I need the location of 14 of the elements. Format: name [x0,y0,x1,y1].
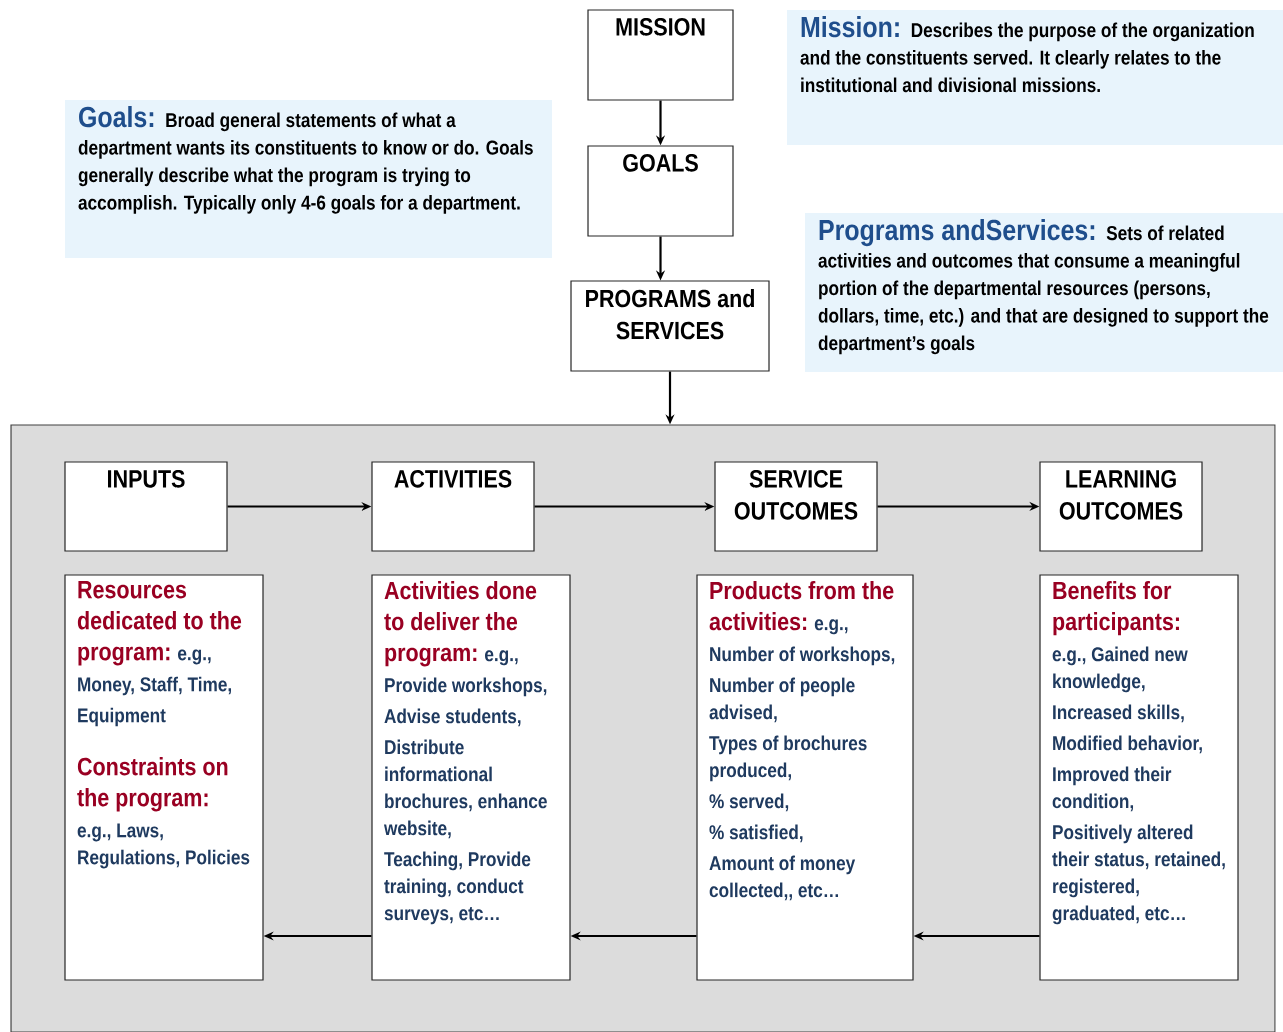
process-box: PROGRAMS and SERVICES [570,280,770,372]
description-box: Products from the activities: e.g., Number of workshops, Number of people advised, Types of brochures produced, % served, % satisfied, Amount of money collected,, etc… [696,574,914,981]
process-box: GOALS [587,145,734,237]
description-box: Benefits for participants: e.g., Gained new knowledge, Increased skills, Modified behavior, Improved their condition, Positively altered their status, retained, registered, graduated, etc… [1039,574,1239,981]
process-box: MISSION [587,9,734,101]
note-box: Goals: Broad general statements of what a department wants its constituents to know or do. Goals generally describe what the program is trying to accomplish. Typically only 4-6 goals for a department. [65,100,552,258]
stage-box: LEARNING OUTCOMES [1039,461,1203,552]
stage-box: SERVICE OUTCOMES [714,461,878,552]
note-box: Mission: Describes the purpose of the organization and the constituents served. It clearly relates to the institutional and divisional missions. [787,10,1283,145]
stage-box: INPUTS [64,461,228,552]
description-box: Resources dedicated to the program: e.g., Money, Staff, Time, Equipment Constraints on the program: e.g., Laws, Regulations, Policies [64,574,264,981]
description-box: Activities done to deliver the program: e.g., Provide workshops, Advise students, Distribute informational brochures, enhance website, Teaching, Provide training, conduct surveys, etc… [371,574,571,981]
stage-box: ACTIVITIES [371,461,535,552]
note-box: Programs andServices: Sets of related activities and outcomes that consume a meaningful portion of the departmental resources (persons, dollars, time, etc.) and that are designed to support the department’s goals [805,213,1283,372]
